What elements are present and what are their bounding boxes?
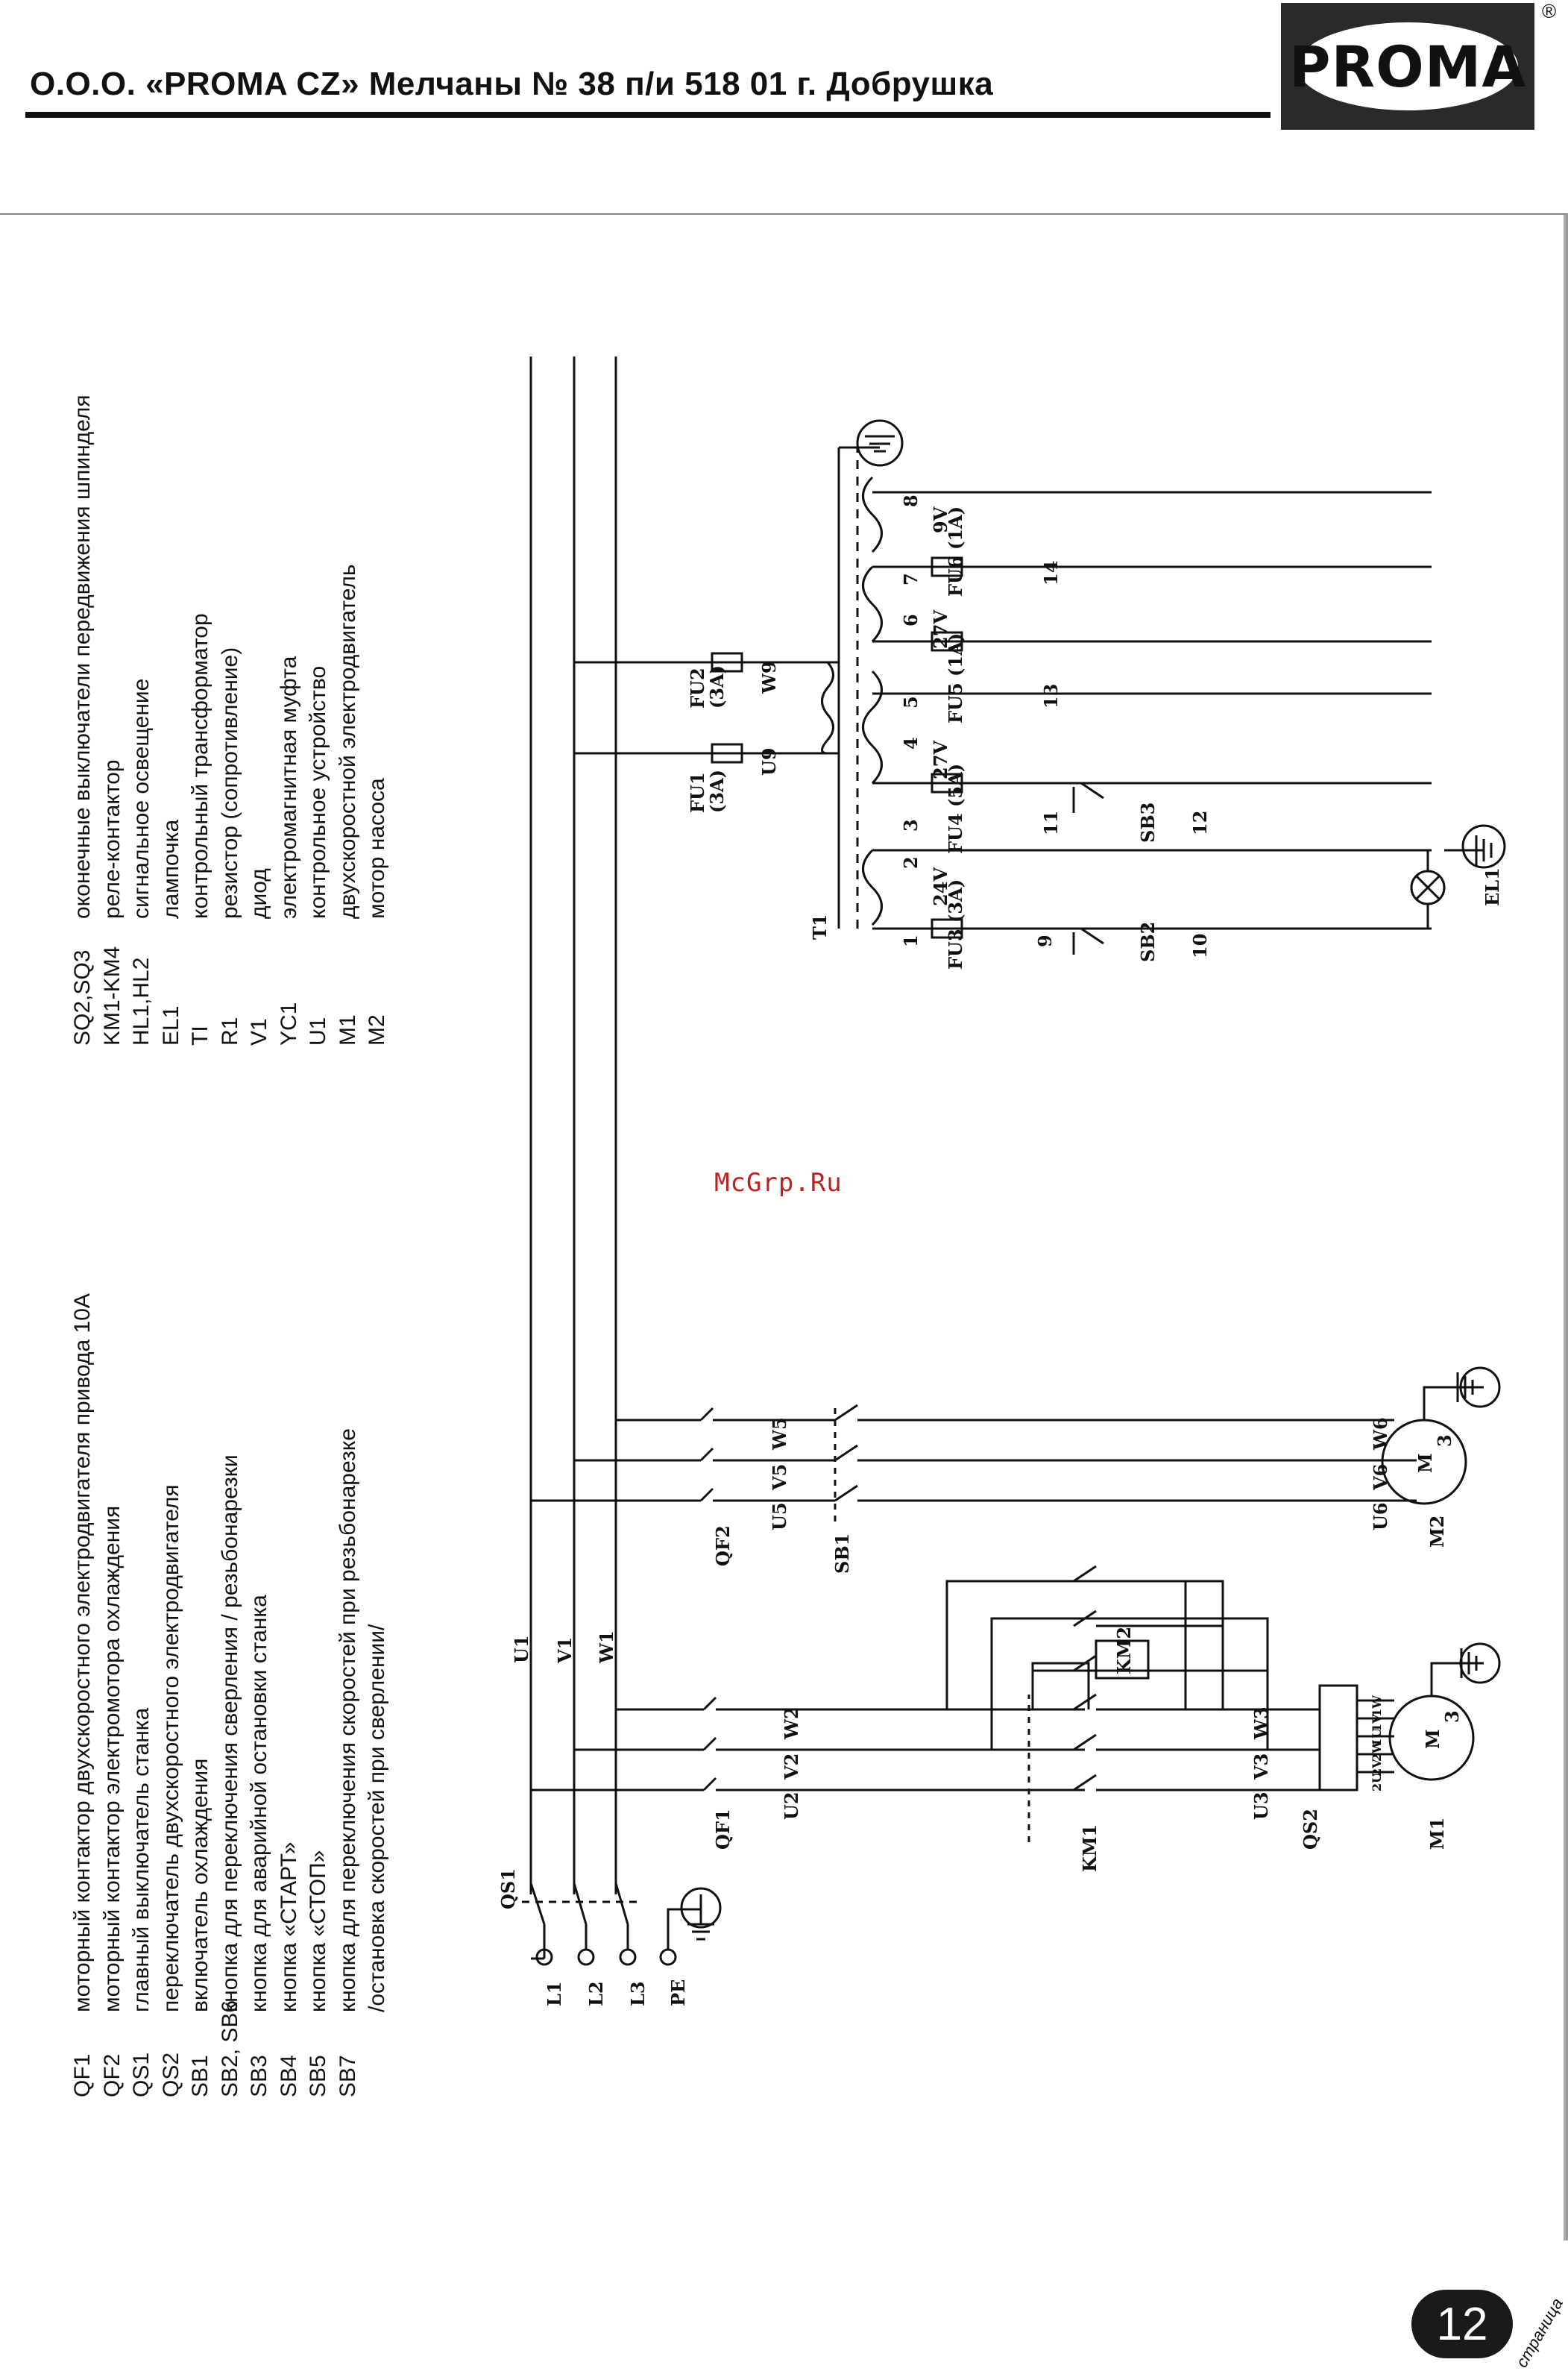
label-u9: U9 [758,747,780,776]
label-24v: 24V [930,867,951,906]
label-n5: 5 [900,696,922,709]
label-qf2: QF2 [712,1525,734,1566]
label-w6: W6 [1370,1417,1391,1451]
label-n13: 13 [1040,684,1062,709]
m1-pin-label: 2W [1370,1739,1384,1762]
label-fu1-rating: (3A) [706,770,728,813]
label-qf1: QF1 [712,1809,734,1850]
label-m2: M2 [1426,1516,1448,1548]
label-n11: 11 [1040,811,1062,835]
label-sb2: SB2 [1137,922,1159,962]
label-pe: PE [667,1979,689,2006]
m1-pin-label: 2U [1370,1773,1384,1791]
label-u6: U6 [1370,1502,1391,1530]
registered-mark: ® [1542,0,1557,22]
label-v3: V3 [1250,1753,1272,1780]
label-n8: 8 [900,494,922,507]
motor-m1-phase: 3 [1441,1710,1463,1723]
label-n6: 6 [900,614,922,626]
proma-logo: PROMA [1281,3,1534,130]
label-t1: T1 [809,914,831,940]
label-w1: W1 [596,1630,617,1664]
label-fu1: FU1 [687,772,708,813]
label-v1: V1 [554,1637,576,1664]
label-qs1: QS1 [497,1868,519,1909]
label-n14: 14 [1040,561,1062,585]
motor-m2-letter: M [1414,1453,1436,1473]
motor-m2-phase: 3 [1434,1434,1455,1447]
label-27v-a: 27V [930,741,951,779]
label-n9: 9 [1034,935,1056,947]
label-fu3: FU3 (3A) [945,879,966,970]
label-w5: W5 [769,1417,790,1451]
motor-m1-letter: M [1422,1729,1443,1749]
label-u5: U5 [769,1502,790,1530]
label-n2: 2 [900,856,922,869]
m1-pin-label: 1V [1370,1714,1384,1732]
label-n10: 10 [1189,934,1211,958]
label-u2: U2 [781,1791,802,1820]
label-n4: 4 [900,737,922,750]
page-number-badge: 12 [1411,2290,1513,2358]
label-w2: W2 [781,1706,802,1740]
label-9v: 9V [930,506,951,533]
label-l3: L3 [627,1981,649,2006]
header-rule [25,112,1271,118]
label-u1: U1 [511,1635,532,1663]
m1-pin-label: 1U [1370,1728,1384,1747]
label-sb1: SB1 [831,1533,853,1574]
label-m1: M1 [1426,1818,1448,1850]
m1-pin-label: 2V [1370,1759,1384,1777]
m1-pin-label: 1W [1370,1695,1384,1717]
label-n3: 3 [900,819,922,832]
label-sb3: SB3 [1137,803,1159,843]
label-n1: 1 [900,935,922,947]
watermark: McGrp.Ru [714,1168,843,1198]
label-v6: V6 [1370,1464,1391,1491]
label-v2: V2 [781,1753,802,1780]
label-km2: KM2 [1113,1627,1135,1674]
label-27v-b: 27V [930,610,951,649]
label-l1: L1 [544,1981,565,2006]
label-fu2: FU2 [687,668,708,709]
label-fu6: FU6 (1A) [945,506,966,597]
label-n12: 12 [1189,811,1211,835]
logo-oval: PROMA [1289,22,1526,110]
label-n7: 7 [900,573,922,585]
label-l2: L2 [585,1981,607,2006]
logo-text: PROMA [1288,33,1527,100]
label-el1: EL1 [1482,867,1503,906]
label-v5: V5 [769,1464,790,1491]
header-title: О.О.О. «PROMA CZ» Мелчаны № 38 п/и 518 0… [30,66,994,102]
page-number: 12 [1436,2298,1488,2350]
label-u3: U3 [1250,1791,1272,1820]
label-qs2: QS2 [1300,1809,1321,1850]
label-km1: KM1 [1079,1824,1101,1872]
label-w9: W9 [758,661,780,694]
label-fu2-rating: (3A) [706,665,728,709]
label-fu5: FU5 (1A) [945,633,966,723]
label-fu4: FU4 (5A) [945,764,966,854]
diagram-frame [0,213,1568,2240]
label-w3: W3 [1250,1706,1272,1740]
